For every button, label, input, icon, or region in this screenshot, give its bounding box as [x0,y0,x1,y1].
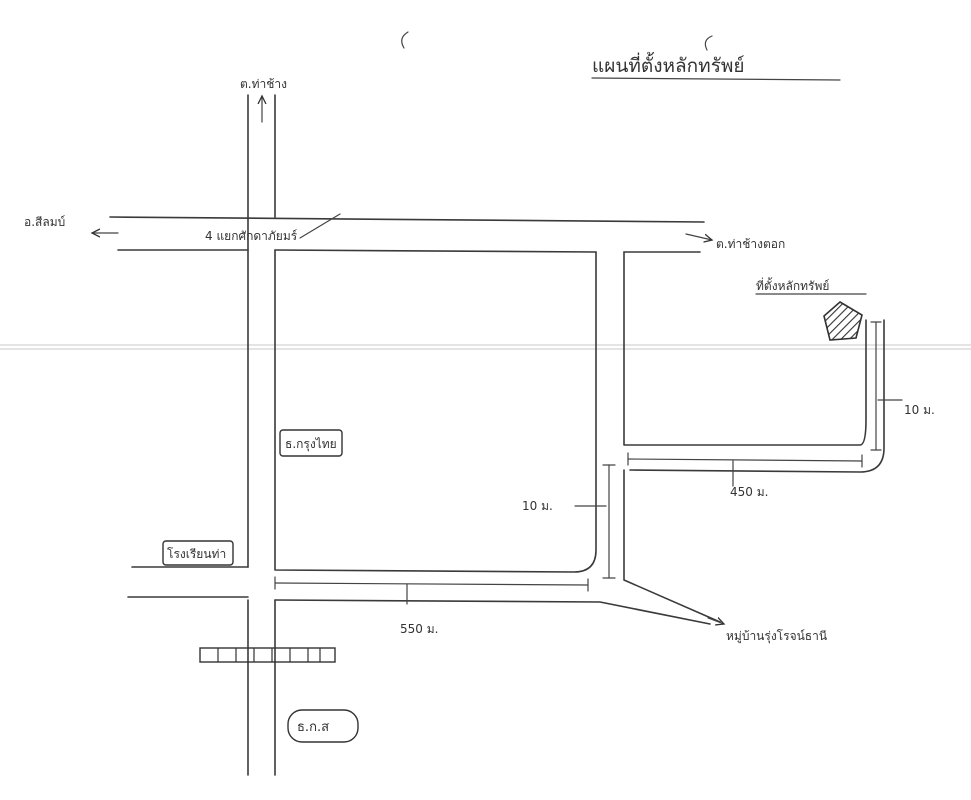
label-east: ต.ท่าช้างตอก [716,237,785,251]
lower-east-west-road [127,566,711,625]
label-bank-krung-thai: ธ.กรุงไทย [285,437,337,452]
dimension-450 [627,452,863,487]
label-baac: ธ.ก.ส [297,720,329,735]
road-to-property-lower [629,319,885,473]
distance-550: 550 ม. [400,622,438,636]
title-underline [591,77,841,81]
scribble-mark [401,31,409,49]
east-arrow [685,233,712,240]
baac-box [287,709,359,743]
distance-450: 450 ม. [730,485,768,499]
map-title: แผนที่ตั้งหลักทรัพย์ [592,52,745,77]
block-road-left [274,249,597,573]
dimension-550 [274,576,589,605]
bank-krung-thai-box [279,429,343,457]
main-north-south-road [247,94,276,776]
label-junction: 4 แยกศักดาภัยมร์ [205,229,298,243]
railway-track-icon [199,647,336,663]
road-to-property [623,469,721,623]
school-box [162,540,234,566]
scribble-mark-2 [704,35,713,51]
upper-east-west-road [109,216,705,253]
dimension-10-mid [574,464,616,579]
label-north: ต.ท่าช้าง [240,77,287,91]
dimension-10-right [870,321,903,451]
distance-10-mid: 10 ม. [522,499,553,513]
label-property: ที่ตั้งหลักทรัพย์ [756,277,829,293]
label-school: โรงเรียนท่า [167,547,226,561]
property-marker-icon [823,301,863,341]
junction-leader [299,213,341,239]
label-village: หมู่บ้านรุ่งโรจน์ธานี [726,629,827,644]
label-west: อ.สีลมบ์ [24,215,65,229]
village-arrow [707,618,724,624]
distance-10-right: 10 ม. [904,403,935,417]
connector-road-right [623,251,867,446]
